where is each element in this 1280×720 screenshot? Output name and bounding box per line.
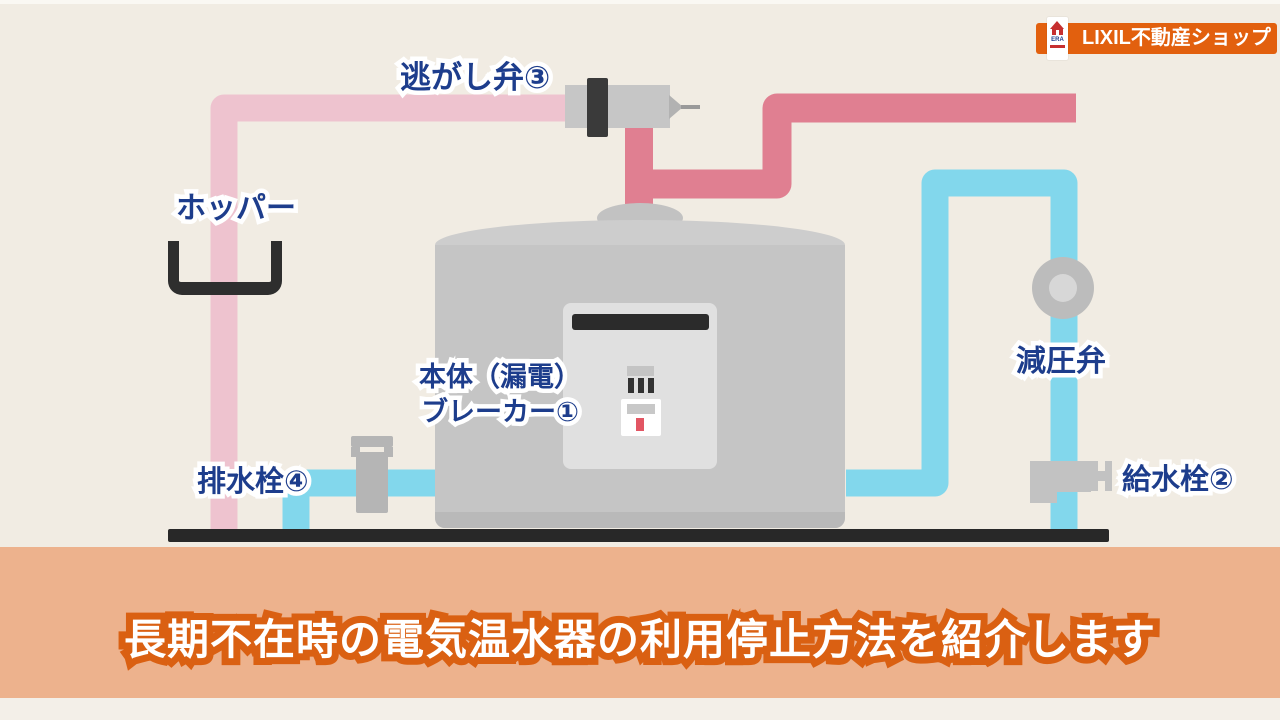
bottom-strip xyxy=(0,698,1280,720)
label-hopper-text: ホッパー xyxy=(176,183,296,227)
tank-bottom-shadow xyxy=(435,512,845,528)
label-drain-plug-text: 排水栓④ xyxy=(197,458,309,500)
brand-logo: ERA LIXIL不動産ショップ xyxy=(1036,17,1277,60)
label-water-supply-valve: 給水栓② xyxy=(1122,456,1234,498)
ground-line xyxy=(168,529,1109,542)
drain-tap-body xyxy=(356,452,388,513)
hot-water-pipe xyxy=(639,93,1076,199)
relief-valve-band xyxy=(587,78,608,137)
panel-vent xyxy=(627,366,654,376)
label-relief-valve: 逃がし弁③ xyxy=(400,52,551,97)
supply-valve-handle xyxy=(1105,461,1112,491)
brand-logo-text: LIXIL不動産ショップ xyxy=(1082,27,1271,49)
label-drain-plug: 排水栓④ xyxy=(197,458,309,500)
vent-bar xyxy=(628,378,634,393)
hopper-funnel xyxy=(168,241,282,295)
supply-valve-handle xyxy=(1094,471,1108,481)
era-house-door-icon xyxy=(1056,30,1059,35)
label-pressure-reducing-valve-text: 減圧弁 xyxy=(1016,336,1106,380)
panel-slot xyxy=(572,314,709,330)
vent-bar xyxy=(648,378,654,393)
label-hopper: ホッパー xyxy=(176,183,296,227)
breaker-switch xyxy=(636,418,644,431)
label-relief-valve-text: 逃がし弁③ xyxy=(400,52,551,97)
top-strip xyxy=(0,0,1280,4)
era-logo-text: ERA xyxy=(1051,37,1064,43)
pressure-reducing-valve-center xyxy=(1049,274,1077,302)
caption-text: 長期不在時の電気温水器の利用停止方法を紹介します xyxy=(124,606,1156,667)
era-house-roof-icon xyxy=(1050,21,1064,29)
drain-tap-handle xyxy=(351,436,393,447)
supply-valve-body xyxy=(1030,461,1091,492)
supply-valve-tab xyxy=(1030,492,1057,503)
relief-valve-nozzle xyxy=(669,95,683,119)
era-logo-bar xyxy=(1050,45,1065,48)
label-water-supply-valve-text: 給水栓② xyxy=(1122,456,1234,498)
drain-tap-handle-tab xyxy=(384,447,393,457)
label-breaker: 本体（漏電） ブレーカー① xyxy=(390,360,610,430)
overflow-pipe xyxy=(210,94,570,532)
relief-valve-stick xyxy=(681,105,700,109)
breaker-slot xyxy=(627,404,655,414)
vent-bar xyxy=(638,378,644,393)
label-pressure-reducing-valve: 減圧弁 xyxy=(1016,336,1106,380)
caption: 長期不在時の電気温水器の利用停止方法を紹介します xyxy=(0,606,1280,667)
label-breaker-line2: ブレーカー① xyxy=(421,395,579,430)
drain-tap-handle-tab xyxy=(351,447,360,457)
era-logo-box: ERA xyxy=(1047,17,1068,60)
relief-valve xyxy=(565,85,670,128)
label-breaker-line1: 本体（漏電） xyxy=(419,360,581,395)
